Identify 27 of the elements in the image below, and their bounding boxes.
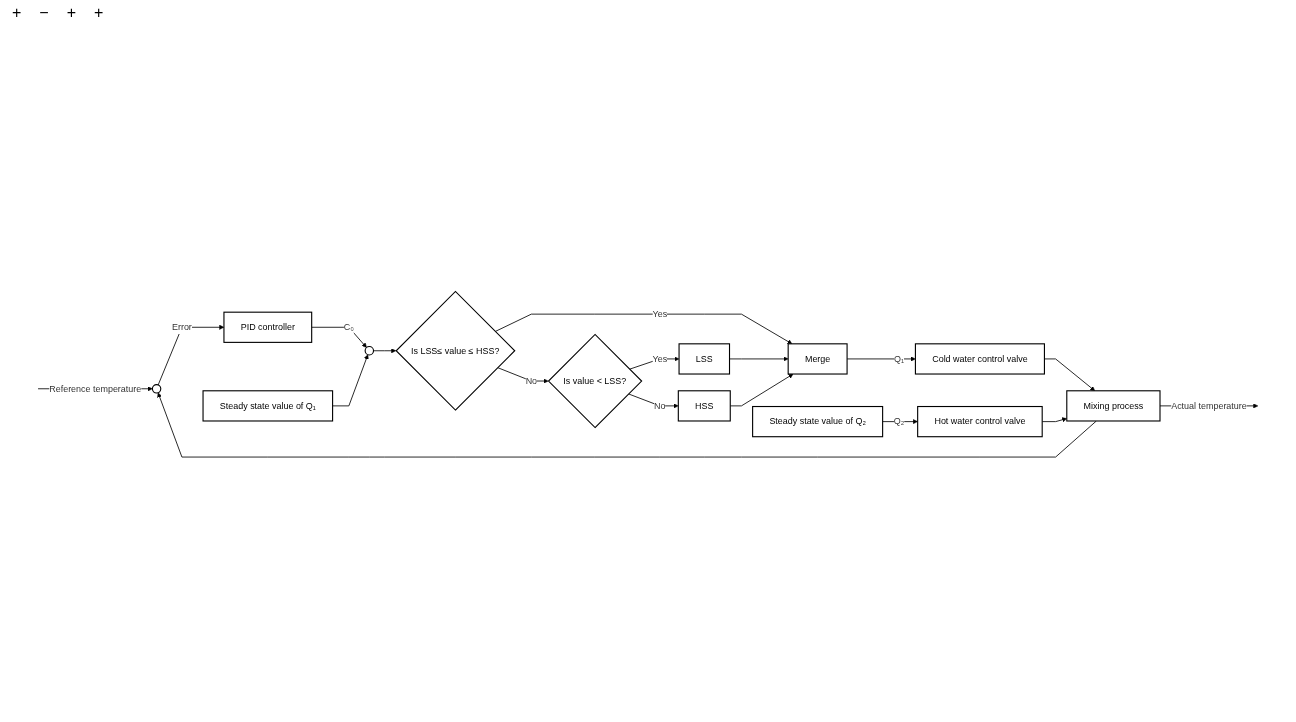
- sign-label: +: [94, 4, 104, 22]
- edge-label: C₀: [343, 321, 354, 332]
- node-box: PID controller: [223, 311, 313, 343]
- node-box: Hot water control valve: [917, 405, 1043, 437]
- edge-label: No: [525, 375, 538, 386]
- sign-label: +: [66, 4, 77, 22]
- node-box: Steady state value of Q₂: [752, 405, 884, 437]
- node-circle: [151, 383, 162, 394]
- node-diamond: Is LSS≤ value ≤ HSS?: [395, 290, 516, 411]
- node-box: Cold water control valve: [914, 343, 1045, 375]
- edge-label: Yes: [652, 308, 668, 319]
- node-box: Merge: [787, 343, 848, 375]
- edge-label: Q₂: [893, 416, 905, 426]
- node-box: Steady state value of Q₁: [202, 389, 334, 422]
- edge-label: Reference temperature: [49, 383, 142, 393]
- edge-label: Error: [171, 321, 192, 332]
- edge-label: Yes: [652, 353, 668, 364]
- node-box: LSS: [678, 343, 731, 375]
- sign-label: +: [12, 4, 22, 22]
- node-box: HSS: [677, 389, 731, 422]
- node-diamond: Is value < LSS?: [547, 333, 643, 429]
- sign-label: −: [39, 4, 49, 22]
- node-box: Mixing process: [1066, 389, 1161, 422]
- edge-label: Actual temperature: [1171, 400, 1247, 411]
- node-circle: [364, 345, 375, 356]
- edge-label: No: [654, 400, 666, 411]
- edge-label: Q₁: [894, 353, 905, 364]
